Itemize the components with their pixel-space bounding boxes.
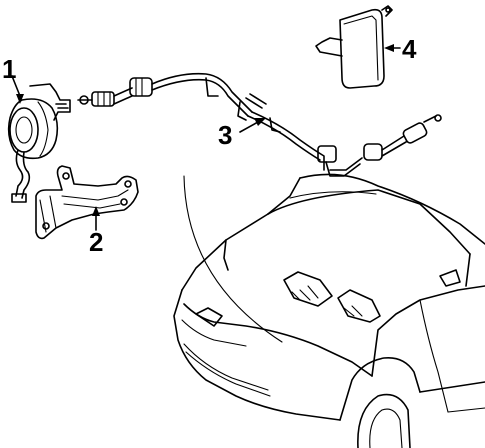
callout-3: 3 (218, 120, 232, 150)
part-4-module (315, 5, 401, 89)
callout-4: 4 (402, 34, 417, 64)
part-2-bracket (35, 165, 139, 240)
part-1-actuator (7, 75, 71, 203)
part-3-cable (77, 72, 442, 177)
callout-1: 1 (2, 54, 16, 84)
vehicle-outline (173, 173, 485, 448)
callout-2: 2 (89, 227, 103, 257)
